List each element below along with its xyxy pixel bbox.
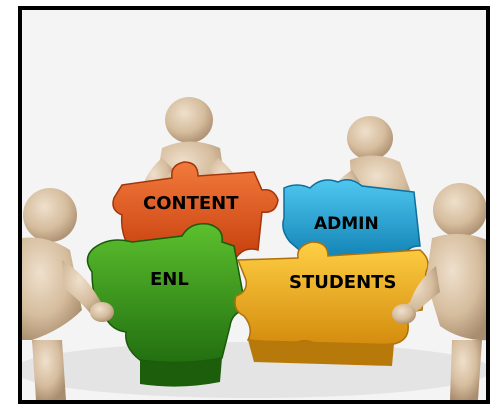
label-enl: ENL: [150, 269, 189, 290]
label-students: STUDENTS: [289, 272, 396, 293]
puzzle-piece-enl: [86, 223, 247, 387]
image-frame: CONTENT ADMIN ENL STUDENTS: [18, 6, 490, 404]
label-admin: ADMIN: [314, 214, 379, 234]
label-content: CONTENT: [143, 193, 239, 214]
puzzle-piece-students: [234, 241, 429, 366]
figure-left: [22, 188, 114, 400]
puzzle-collaboration-illustration: CONTENT ADMIN ENL STUDENTS: [22, 10, 486, 400]
figure-right: [392, 183, 486, 400]
